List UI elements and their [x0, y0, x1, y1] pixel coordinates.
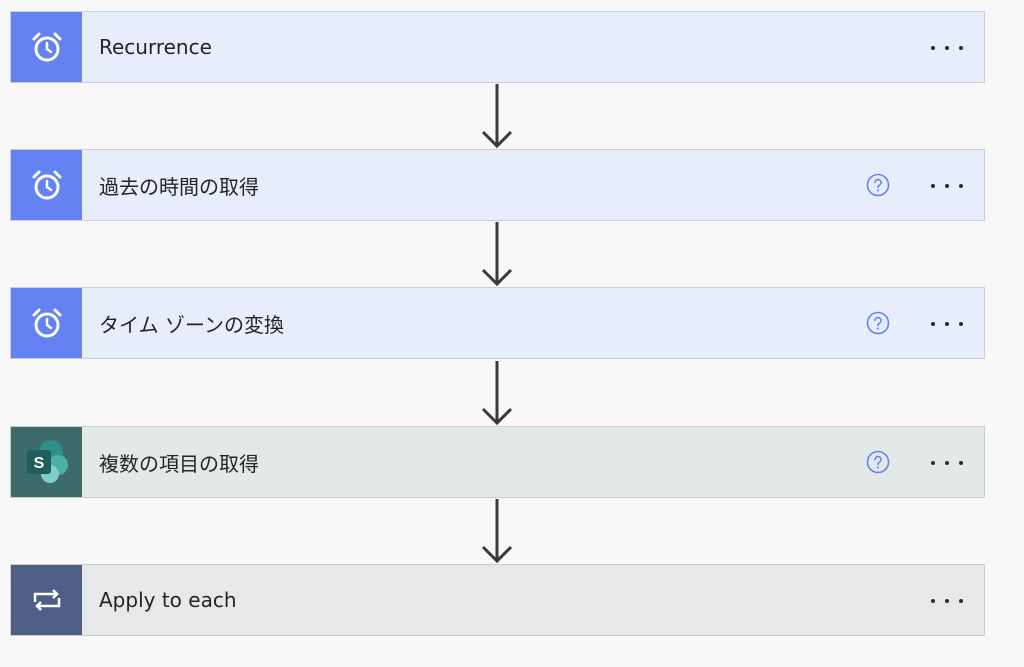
- more-dot: [945, 184, 949, 188]
- step-card-get-past-time[interactable]: 過去の時間の取得: [10, 149, 985, 221]
- step-title: 過去の時間の取得: [99, 174, 259, 199]
- more-dot: [945, 322, 949, 326]
- flow-arrow: [481, 361, 513, 426]
- step-icon-container: [11, 565, 82, 635]
- help-icon[interactable]: [866, 311, 890, 335]
- more-dot: [931, 46, 935, 50]
- alarm-clock-icon: [32, 32, 61, 62]
- flow-arrow: [481, 222, 513, 287]
- sharepoint-icon: S: [26, 440, 68, 483]
- more-dot: [959, 599, 963, 603]
- more-options-button[interactable]: [929, 34, 965, 62]
- step-icon-container: S: [11, 427, 82, 497]
- more-dot: [959, 184, 963, 188]
- more-dot: [931, 184, 935, 188]
- step-icon-container: [11, 288, 82, 358]
- more-options-button[interactable]: [929, 587, 965, 615]
- step-title: 複数の項目の取得: [99, 451, 259, 476]
- step-card-get-items[interactable]: S 複数の項目の取得: [10, 426, 985, 498]
- help-icon[interactable]: [866, 450, 890, 474]
- flow-arrow: [481, 84, 513, 149]
- more-dot: [959, 461, 963, 465]
- step-title: Recurrence: [99, 35, 212, 59]
- step-title: タイム ゾーンの変換: [99, 312, 284, 337]
- more-dot: [931, 461, 935, 465]
- alarm-clock-icon: [32, 308, 61, 338]
- more-dot: [959, 46, 963, 50]
- more-options-button[interactable]: [929, 449, 965, 477]
- flow-arrow: [481, 499, 513, 564]
- more-options-button[interactable]: [929, 310, 965, 338]
- step-card-convert-time-zone[interactable]: タイム ゾーンの変換: [10, 287, 985, 359]
- step-icon-container: [11, 150, 82, 220]
- more-options-button[interactable]: [929, 172, 965, 200]
- loop-icon: [33, 589, 60, 611]
- step-card-apply-to-each[interactable]: Apply to each: [10, 564, 985, 636]
- step-card-recurrence[interactable]: Recurrence: [10, 11, 985, 83]
- svg-text:S: S: [33, 455, 44, 472]
- more-dot: [945, 461, 949, 465]
- more-dot: [931, 322, 935, 326]
- more-dot: [931, 599, 935, 603]
- more-dot: [959, 322, 963, 326]
- more-dot: [945, 46, 949, 50]
- help-icon[interactable]: [866, 173, 890, 197]
- step-icon-container: [11, 12, 82, 82]
- alarm-clock-icon: [32, 170, 61, 200]
- step-title: Apply to each: [99, 588, 237, 612]
- more-dot: [945, 599, 949, 603]
